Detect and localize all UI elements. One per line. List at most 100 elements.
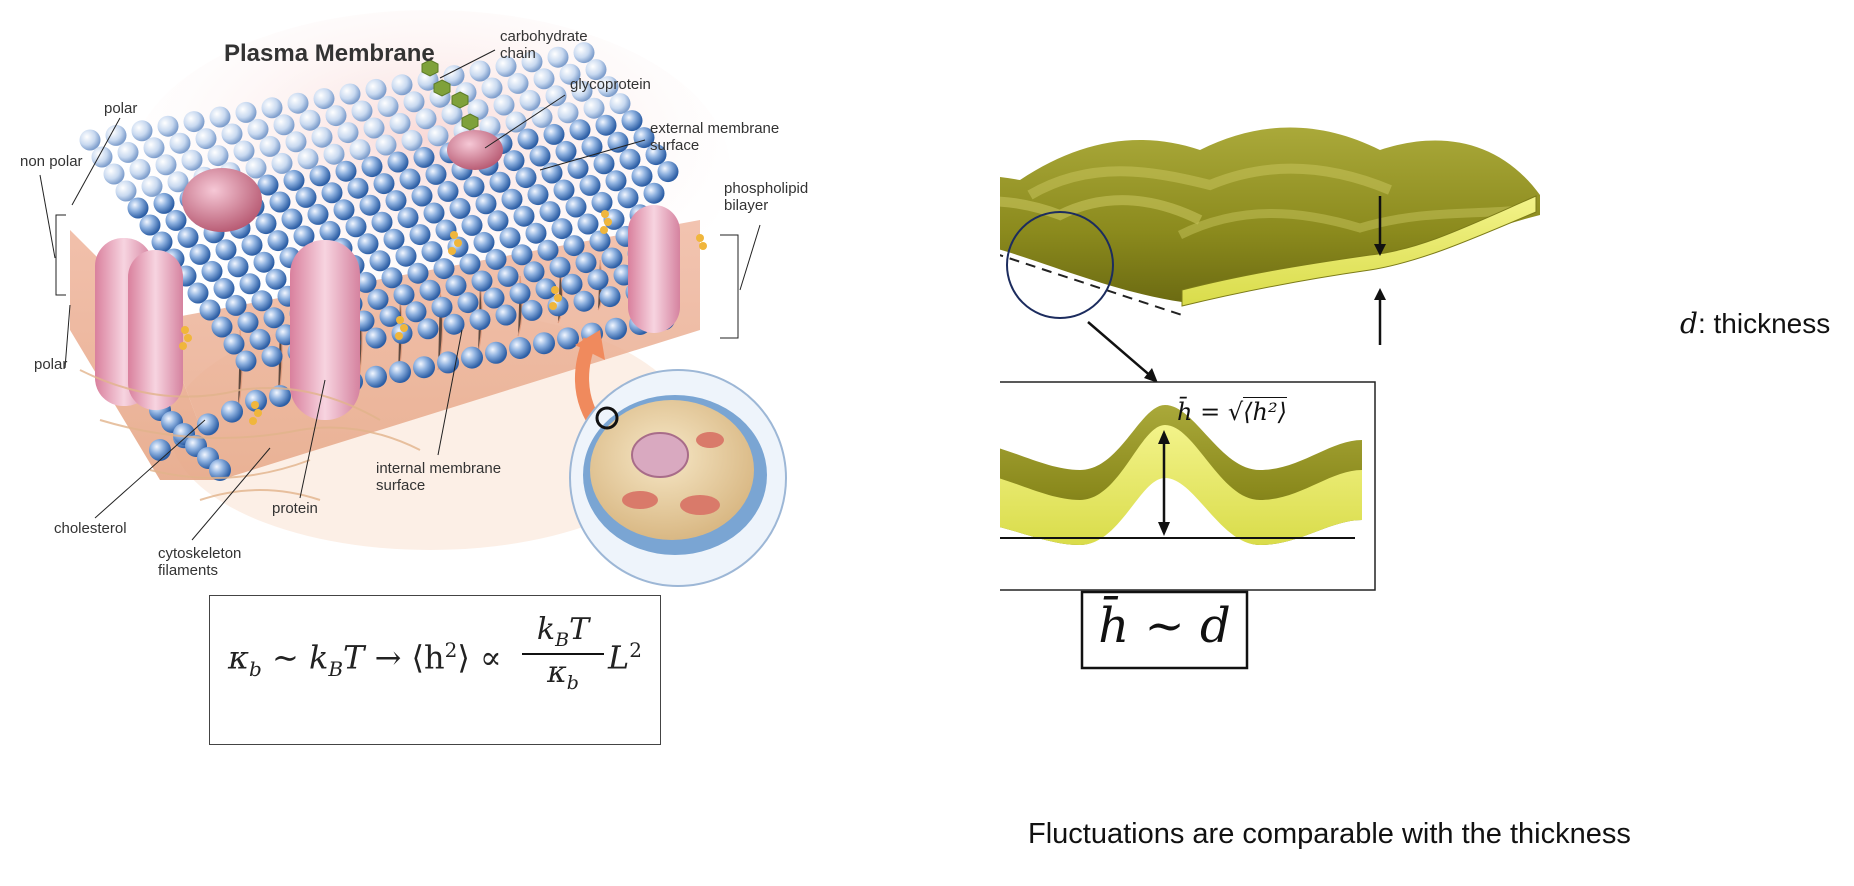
cholesterol-label: cholesterol [54, 520, 127, 537]
lipid-head-bead [545, 85, 567, 107]
lipid-head-bead [259, 135, 281, 157]
lipid-head-bead [391, 74, 413, 96]
lipid-head-bead [239, 273, 261, 295]
lipid-head-bead [139, 214, 161, 236]
lipid-head-bead [501, 188, 523, 210]
lipid-head-bead [383, 228, 405, 250]
lipid-head-bead [469, 60, 491, 82]
lipid-head-bead [199, 299, 221, 321]
lipid-head-bead [339, 83, 361, 105]
lipid-head-bead [79, 129, 101, 151]
lipid-head-bead [533, 332, 555, 355]
lipid-head-bead [519, 89, 541, 111]
lipid-head-bead [367, 288, 389, 310]
lipid-head-bead [419, 279, 441, 301]
lipid-head-bead [197, 413, 219, 436]
lipid-head-bead [505, 111, 527, 133]
lipid-head-bead [91, 146, 113, 168]
lipid-head-bead [437, 351, 459, 374]
lipid-head-bead [541, 162, 563, 184]
lipid-head-bead [559, 63, 581, 85]
lipid-head-bead [365, 78, 387, 100]
lipid-head-bead [523, 261, 545, 283]
lipid-head-bead [153, 192, 175, 214]
lipid-head-bead [549, 256, 571, 278]
lipid-head-bead [131, 120, 153, 142]
lipid-head-bead [213, 277, 235, 299]
lipid-head-bead [269, 191, 291, 213]
lipid-head-bead [411, 185, 433, 207]
lipid-head-bead [473, 231, 495, 253]
lipid-head-bead [405, 301, 427, 323]
lipid-head-bead [495, 304, 517, 326]
lipid-head-bead [207, 145, 229, 167]
lipid-head-bead [443, 65, 465, 87]
lipid-head-bead [209, 459, 231, 481]
lipid-head-bead [407, 262, 429, 284]
lipid-head-bead [601, 247, 623, 269]
glycoprotein-label: glycoprotein [570, 76, 651, 93]
lipid-head-bead [267, 230, 289, 252]
lipid-head-bead [537, 239, 559, 261]
lipid-head-bead [255, 213, 277, 235]
lipid-head-bead [365, 327, 387, 349]
plasma-membrane-title: Plasma Membrane [224, 40, 435, 67]
formula-L-squared: L2 [608, 638, 642, 677]
lipid-head-bead [115, 180, 137, 202]
lipid-head-bead [413, 146, 435, 168]
lipid-head-bead [283, 169, 305, 191]
lipid-head-bead [375, 134, 397, 156]
lipid-head-bead [165, 209, 187, 231]
bending-formula: κb ∼ kBT → ⟨h2⟩ ∝ [228, 638, 502, 682]
lipid-head-bead [547, 295, 569, 317]
lipid-head-bead [373, 173, 395, 195]
lipid-head-bead [527, 184, 549, 206]
lipid-head-bead [211, 316, 233, 338]
lipid-head-bead [489, 171, 511, 193]
lipid-head-bead [553, 179, 575, 201]
lipid-head-bead [643, 182, 665, 204]
lipid-head-bead [417, 318, 439, 340]
lipid-head-bead [445, 275, 467, 297]
lipid-head-bead [241, 234, 263, 256]
lipid-head-bead [437, 180, 459, 202]
lipid-head-bead [591, 191, 613, 213]
lipid-head-bead [285, 131, 307, 153]
lipid-head-bead [295, 186, 317, 208]
lipid-head-bead [235, 350, 257, 372]
lipid-head-bead [487, 210, 509, 232]
lipid-head-bead [299, 109, 321, 131]
lipid-head-bead [575, 252, 597, 274]
lipid-head-bead [657, 161, 679, 183]
lipid-head-bead [485, 341, 507, 364]
lipid-head-bead [249, 328, 271, 350]
non-polar-label: non polar [20, 153, 83, 170]
lipid-head-bead [461, 346, 483, 369]
lipid-head-bead [483, 287, 505, 309]
internal-surface-label: internal membrane surface [376, 460, 502, 494]
lipid-head-bead [461, 214, 483, 236]
lipid-head-bead [581, 136, 603, 158]
lipid-head-bead [169, 132, 191, 154]
lipid-head-bead [223, 333, 245, 355]
lipid-head-bead [459, 253, 481, 275]
lipid-head-bead [571, 80, 593, 102]
lipid-head-bead [543, 123, 565, 145]
lipid-head-bead [525, 222, 547, 244]
lipid-head-bead [369, 250, 391, 272]
lipid-head-bead [323, 143, 345, 165]
lipid-head-bead [567, 157, 589, 179]
lipid-head-bead [201, 260, 223, 282]
lipid-head-bead [297, 148, 319, 170]
lipid-head-bead [247, 118, 269, 140]
lipid-head-bead [463, 176, 485, 198]
lipid-head-bead [149, 439, 171, 461]
lipid-head-bead [443, 313, 465, 335]
lipid-head-bead [183, 111, 205, 133]
lipid-head-bead [577, 213, 599, 235]
wavy-membrane-illustration [1000, 127, 1540, 670]
lipid-head-bead [493, 94, 515, 116]
lipid-head-bead [361, 156, 383, 178]
lipid-head-bead [227, 256, 249, 278]
lipid-head-bead [631, 165, 653, 187]
